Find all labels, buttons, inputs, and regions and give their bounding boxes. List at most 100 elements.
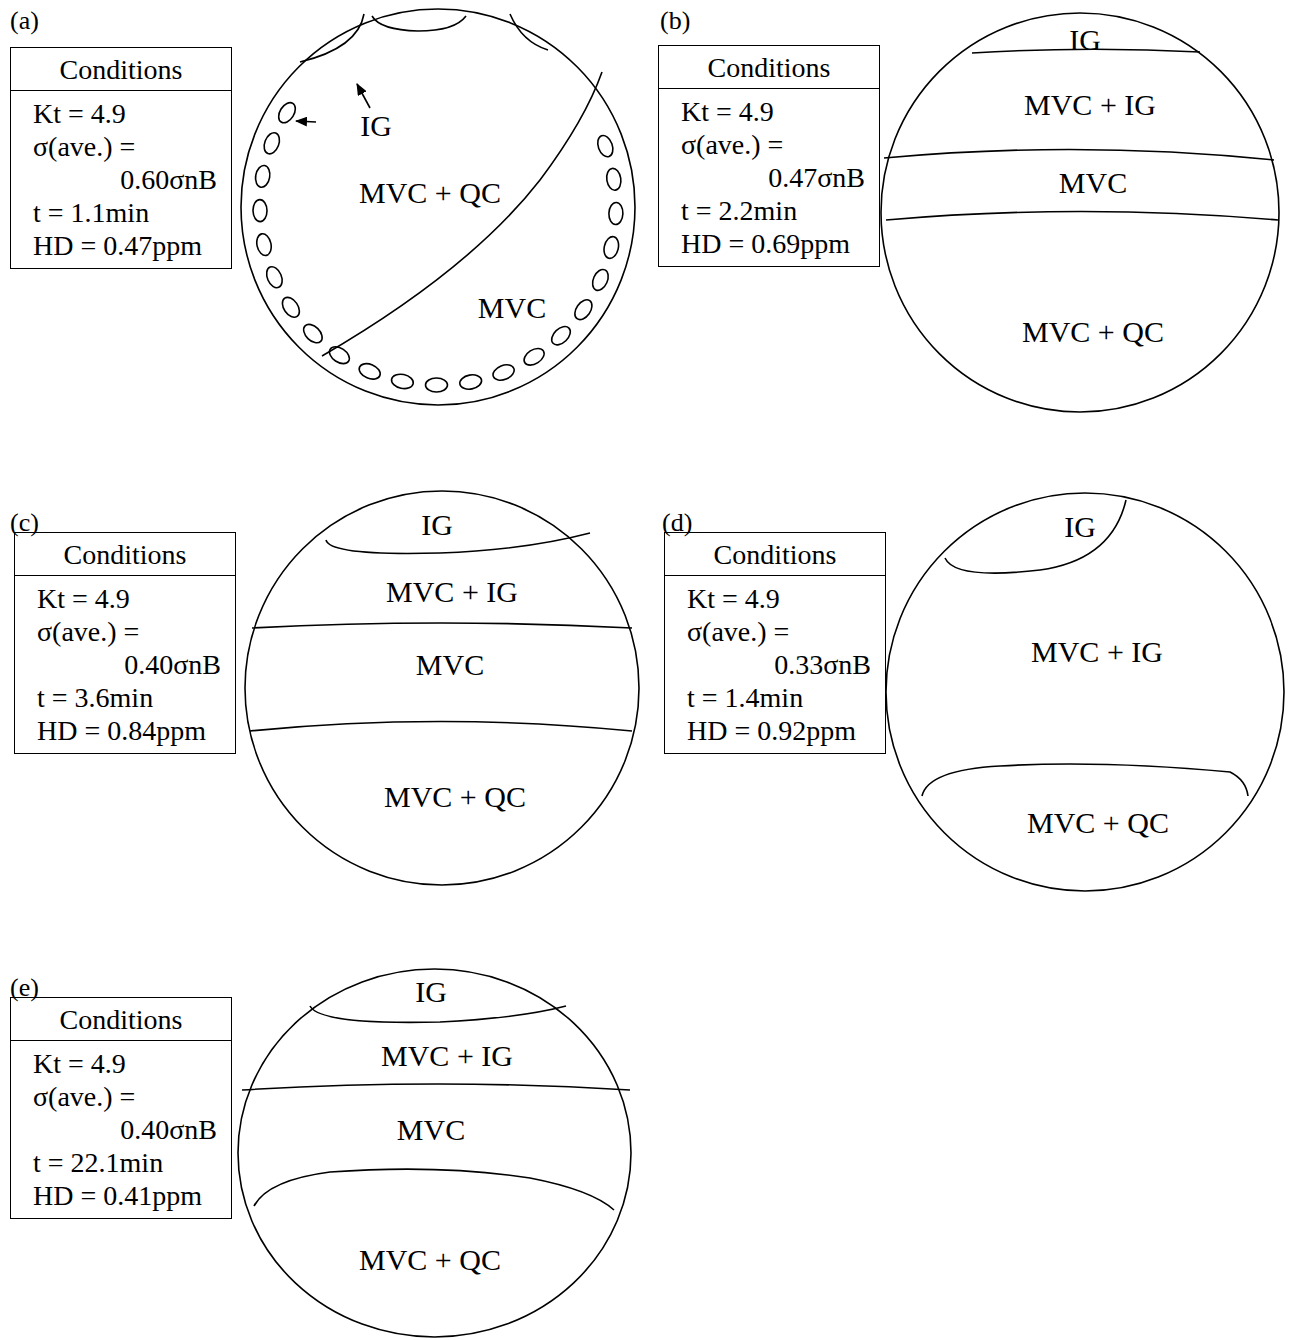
panel-label: (b) bbox=[660, 8, 690, 34]
region-boundary bbox=[945, 500, 1126, 573]
condition-value: Kt = 4.9 bbox=[33, 1047, 217, 1080]
circle-outline-shape bbox=[245, 491, 639, 885]
condition-value: Kt = 4.9 bbox=[687, 582, 871, 615]
condition-value: t = 1.4min bbox=[687, 681, 871, 714]
box-body: Kt = 4.9σ(ave.) = 0.47σnBt = 2.2minHD = … bbox=[659, 89, 879, 266]
condition-value: HD = 0.41ppm bbox=[33, 1179, 217, 1212]
region-label: IG bbox=[415, 977, 447, 1007]
circle-outline-shape bbox=[881, 13, 1279, 412]
fracture-surface-circle: IG MVC + QC MVC bbox=[240, 8, 636, 406]
fracture-surface-circle: IG MVC + IG MVC + QC bbox=[885, 492, 1285, 892]
region-label: MVC bbox=[478, 293, 546, 323]
region-boundary bbox=[922, 764, 1248, 796]
leader-arrow bbox=[296, 121, 316, 122]
condition-value: HD = 0.69ppm bbox=[681, 227, 865, 260]
region-label: MVC + IG bbox=[381, 1041, 513, 1071]
condition-value: HD = 0.47ppm bbox=[33, 229, 217, 262]
region-label: IG bbox=[421, 510, 453, 540]
circle-outline-shape bbox=[238, 969, 631, 1337]
ig-boundary bbox=[300, 14, 364, 62]
hole-mark bbox=[605, 167, 622, 191]
hole-mark bbox=[595, 133, 616, 158]
box-heading: Conditions bbox=[659, 46, 879, 89]
region-label: MVC bbox=[397, 1115, 465, 1145]
region-label: IG bbox=[360, 111, 392, 141]
circle-outline bbox=[880, 12, 1280, 413]
fracture-surface-circle: IG MVC + IG MVC MVC + QC bbox=[237, 968, 632, 1338]
conditions-box: ConditionsKt = 4.9σ(ave.) = 0.60σnBt = 1… bbox=[10, 47, 232, 269]
hole-mark bbox=[602, 235, 621, 260]
box-body: Kt = 4.9σ(ave.) = 0.40σnBt = 3.6minHD = … bbox=[15, 576, 235, 753]
conditions-box: ConditionsKt = 4.9σ(ave.) = 0.33σnBt = 1… bbox=[664, 532, 886, 754]
box-heading: Conditions bbox=[11, 998, 231, 1041]
condition-value: σ(ave.) = 0.33σnB bbox=[687, 615, 871, 681]
panel-label: (d) bbox=[662, 510, 692, 536]
condition-value: σ(ave.) = 0.40σnB bbox=[33, 1080, 217, 1146]
region-boundary bbox=[252, 623, 632, 628]
fracture-surface-circle: IG MVC + IG MVC MVC + QC bbox=[244, 490, 640, 886]
panel-label: (e) bbox=[10, 975, 39, 1001]
box-heading: Conditions bbox=[11, 48, 231, 91]
condition-value: HD = 0.92ppm bbox=[687, 714, 871, 747]
region-label: IG bbox=[1064, 512, 1096, 542]
condition-value: t = 1.1min bbox=[33, 196, 217, 229]
conditions-box: ConditionsKt = 4.9σ(ave.) = 0.40σnBt = 3… bbox=[14, 532, 236, 754]
region-label: MVC + QC bbox=[1022, 317, 1164, 347]
condition-value: Kt = 4.9 bbox=[33, 97, 217, 130]
condition-value: σ(ave.) = 0.40σnB bbox=[37, 615, 221, 681]
hole-mark bbox=[255, 232, 273, 256]
region-label: MVC + QC bbox=[384, 782, 526, 812]
condition-value: t = 2.2min bbox=[681, 194, 865, 227]
region-boundary bbox=[884, 149, 1274, 160]
hole-mark bbox=[590, 267, 612, 293]
conditions-box: ConditionsKt = 4.9σ(ave.) = 0.47σnBt = 2… bbox=[658, 45, 880, 267]
conditions-box: ConditionsKt = 4.9σ(ave.) = 0.40σnBt = 2… bbox=[10, 997, 232, 1219]
region-boundary bbox=[886, 212, 1278, 221]
region-boundary bbox=[250, 722, 632, 732]
panel-label: (c) bbox=[10, 510, 39, 536]
hole-mark bbox=[253, 199, 267, 221]
circle-outline bbox=[237, 968, 632, 1338]
hole-mark bbox=[571, 297, 595, 323]
condition-value: Kt = 4.9 bbox=[681, 95, 865, 128]
region-label: MVC + QC bbox=[359, 178, 501, 208]
region-label: IG bbox=[1069, 25, 1101, 55]
box-heading: Conditions bbox=[15, 533, 235, 576]
box-body: Kt = 4.9σ(ave.) = 0.40σnBt = 22.1minHD =… bbox=[11, 1041, 231, 1218]
hole-mark bbox=[491, 362, 517, 383]
fracture-surface-circle: IGMVC + IGMVCMVC + QC bbox=[880, 12, 1280, 413]
region-label: MVC + IG bbox=[1031, 637, 1163, 667]
circle-outline-shape bbox=[241, 9, 635, 405]
hole-mark bbox=[548, 323, 574, 348]
hole-mark bbox=[357, 361, 383, 382]
hole-mark bbox=[326, 343, 352, 367]
box-heading: Conditions bbox=[665, 533, 885, 576]
region-boundary bbox=[326, 533, 590, 553]
condition-value: σ(ave.) = 0.47σnB bbox=[681, 128, 865, 194]
region-label: MVC + IG bbox=[386, 577, 518, 607]
box-body: Kt = 4.9σ(ave.) = 0.60σnBt = 1.1minHD = … bbox=[11, 91, 231, 268]
hole-mark bbox=[254, 164, 272, 188]
ig-boundary bbox=[372, 16, 466, 31]
panel-label: (a) bbox=[10, 8, 39, 34]
hole-mark bbox=[300, 321, 325, 346]
condition-value: HD = 0.84ppm bbox=[37, 714, 221, 747]
condition-value: Kt = 4.9 bbox=[37, 582, 221, 615]
hole-mark bbox=[279, 294, 303, 320]
region-label: MVC + IG bbox=[1024, 90, 1156, 120]
box-body: Kt = 4.9σ(ave.) = 0.33σnBt = 1.4minHD = … bbox=[665, 576, 885, 753]
hole-mark bbox=[459, 373, 483, 391]
circle-outline bbox=[244, 490, 640, 886]
condition-value: t = 3.6min bbox=[37, 681, 221, 714]
region-label: MVC + QC bbox=[359, 1245, 501, 1275]
hole-mark bbox=[275, 100, 299, 126]
hole-mark bbox=[261, 131, 282, 157]
region-label: MVC + QC bbox=[1027, 808, 1169, 838]
circle-outline-shape bbox=[886, 493, 1284, 891]
hole-mark bbox=[521, 345, 547, 369]
hole-mark bbox=[390, 372, 414, 390]
hole-mark bbox=[609, 202, 624, 224]
region-boundary bbox=[254, 1169, 614, 1210]
hole-marks bbox=[253, 100, 624, 392]
region-label: MVC bbox=[416, 650, 484, 680]
